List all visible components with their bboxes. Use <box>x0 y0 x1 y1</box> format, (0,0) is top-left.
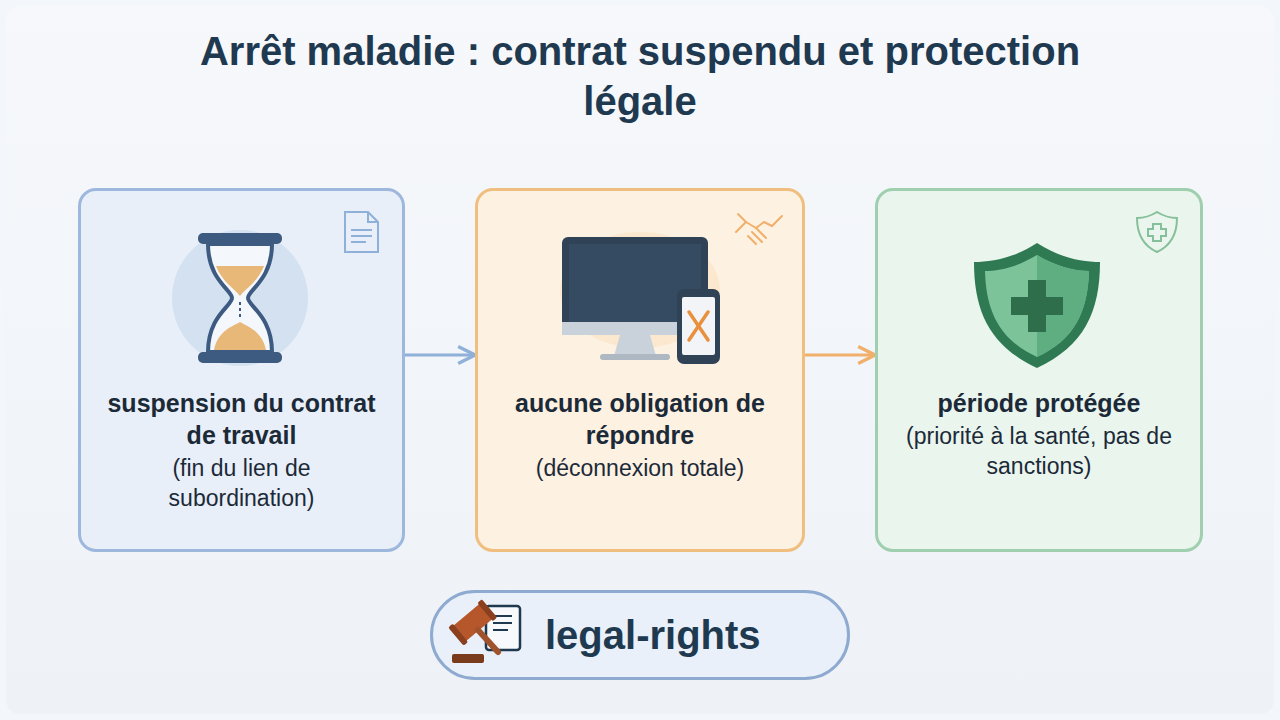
process-box: suspension du contrat de travail(fin du … <box>78 188 405 552</box>
node-body: (priorité à la santé, pas de sanctions) <box>894 421 1184 481</box>
node-heading: période protégée <box>938 387 1141 419</box>
summary-pill: legal-rights <box>430 590 850 680</box>
node-body: (fin du lien de subordination) <box>97 453 386 513</box>
node-heading: aucune obligation de répondre <box>494 387 786 451</box>
node-heading: legal-rights <box>545 611 761 659</box>
process-box: période protégée(priorité à la santé, pa… <box>875 188 1203 552</box>
node-heading: suspension du contrat de travail <box>97 387 386 451</box>
connector-arrow <box>405 354 475 357</box>
node-body: (déconnexion totale) <box>536 453 744 483</box>
diagram-title: Arrêt maladie : contrat suspendu et prot… <box>140 26 1140 126</box>
process-box: aucune obligation de répondre(déconnexio… <box>475 188 805 552</box>
connector-arrow <box>805 354 875 357</box>
